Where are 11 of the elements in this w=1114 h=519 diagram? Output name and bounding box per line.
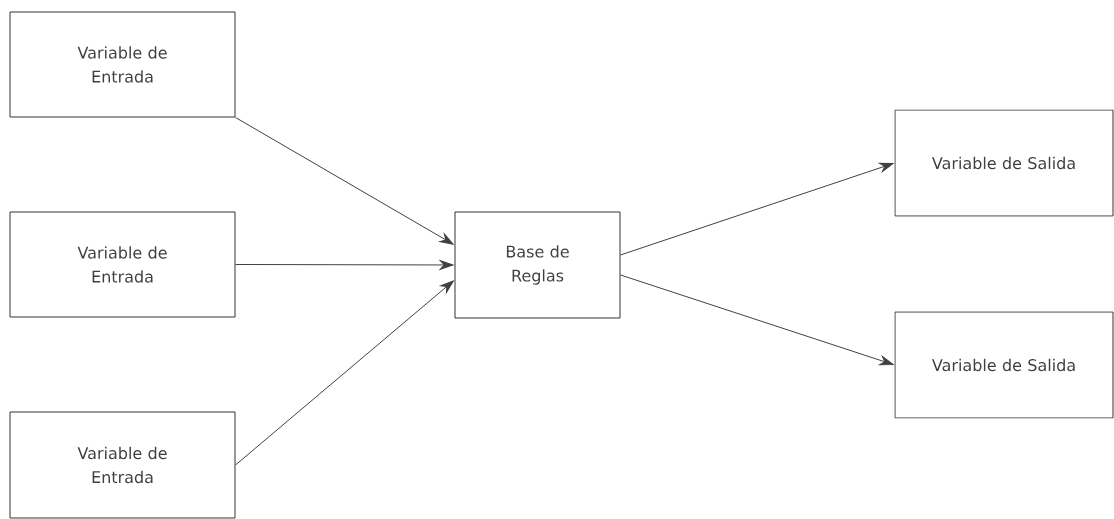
process-box: Variable de Entrada: [9, 211, 236, 318]
arrow: [235, 260, 454, 270]
process-box: Base de Reglas: [454, 211, 621, 319]
arrow: [620, 274, 894, 366]
process-box: Variable de Salida: [894, 311, 1114, 419]
arrow: [235, 280, 454, 466]
process-box: Variable de Salida: [894, 109, 1114, 217]
arrow: [235, 117, 454, 245]
process-box: Variable de Entrada: [9, 11, 236, 118]
process-box: Variable de Entrada: [9, 411, 236, 519]
arrow: [620, 162, 894, 256]
